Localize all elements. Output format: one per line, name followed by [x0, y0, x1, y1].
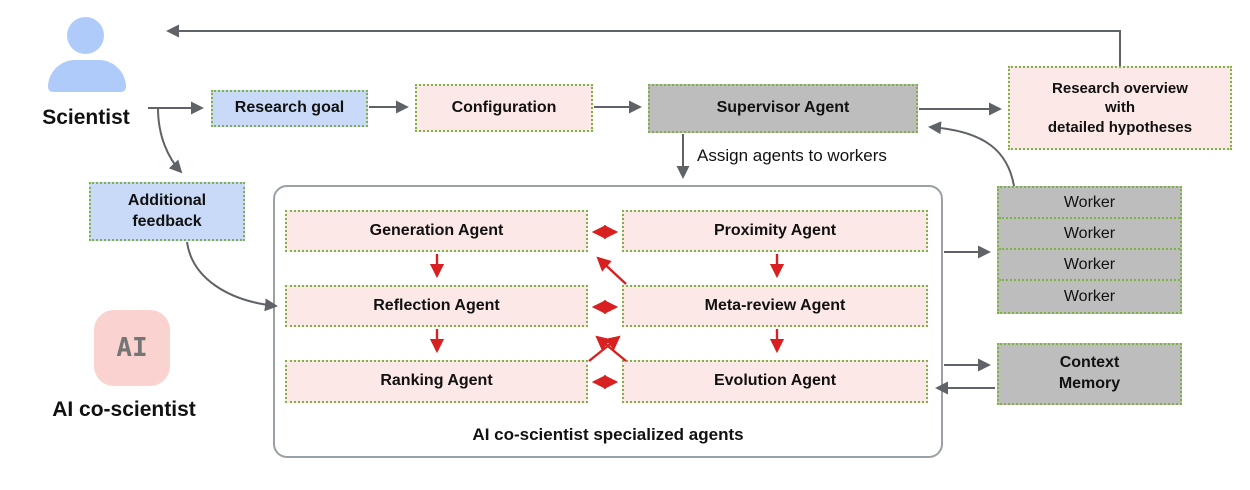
worker-row: Worker — [999, 188, 1180, 219]
person-body-shape — [48, 60, 126, 92]
ai-chip-icon: AI — [94, 310, 170, 386]
scientist-label: Scientist — [42, 106, 130, 129]
additional-feedback-box: Additional feedback — [89, 182, 245, 241]
research-overview-line1: Research overview — [1052, 79, 1188, 97]
context-memory-line1: Context — [1059, 354, 1120, 372]
worker-stack: Worker Worker Worker Worker — [997, 186, 1182, 314]
proximity-agent-box: Proximity Agent — [622, 210, 928, 252]
generation-agent-box: Generation Agent — [285, 210, 588, 252]
research-overview-line2: with — [1105, 99, 1135, 117]
worker-row: Worker — [1063, 287, 1116, 305]
reflection-agent-box: Reflection Agent — [285, 285, 588, 327]
additional-feedback-line2: feedback — [132, 212, 202, 230]
ai-co-scientist-label: AI co-scientist — [52, 398, 196, 421]
specialized-agents-caption: AI co-scientist specialized agents — [472, 425, 744, 444]
research-goal-box: Research goal — [211, 90, 368, 127]
additional-feedback-line1: Additional — [127, 191, 207, 209]
evolution-agent-box: Evolution Agent — [622, 360, 928, 403]
research-overview-box: Research overview with detailed hypothes… — [1008, 66, 1232, 150]
arrow-scientist-to-additional-feedback — [157, 107, 183, 174]
meta-review-agent-box: Meta-review Agent — [622, 285, 928, 327]
supervisor-agent-box: Supervisor Agent — [648, 84, 918, 133]
person-head-shape — [67, 17, 104, 54]
scientist-person-icon — [48, 15, 128, 95]
arrow-feedback-to-reflection — [186, 241, 278, 312]
assign-agents-label: Assign agents to workers — [697, 146, 887, 165]
arrow-overview-to-scientist — [166, 24, 1121, 66]
research-overview-line3: detailed hypotheses — [1047, 118, 1193, 136]
arrow-worker-to-supervisor — [928, 121, 1015, 187]
ranking-agent-box: Ranking Agent — [285, 360, 588, 403]
worker-row: Worker — [999, 250, 1180, 281]
configuration-box: Configuration — [415, 84, 593, 132]
worker-row: Worker — [999, 219, 1180, 250]
context-memory-box: Context Memory — [997, 343, 1182, 405]
context-memory-line2: Memory — [1058, 375, 1121, 392]
